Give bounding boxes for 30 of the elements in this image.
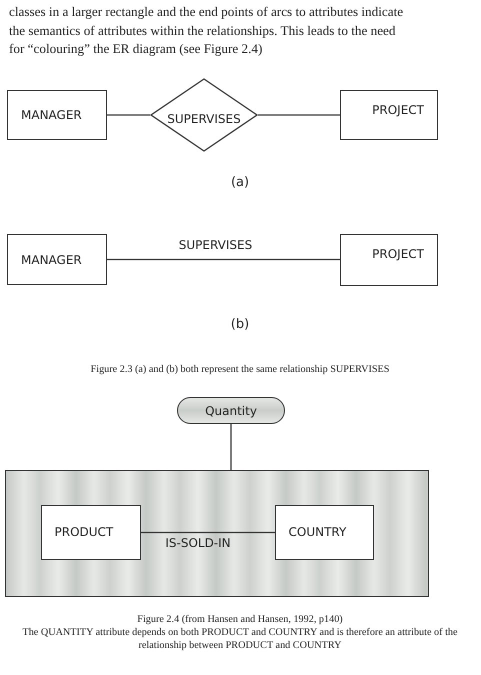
body-paragraph: classes in a larger rectangle and the end points of arcs to attributes indicate the semantics of attributes within the relationships. This leads to the need for “colouring” the ER diagram (see Figure 2.4) bbox=[9, 3, 404, 58]
figure-caption: Figure 2.4 (from Hansen and Hansen, 1992, p140) bbox=[136, 614, 344, 626]
entity-label: COUNTRY bbox=[288, 525, 346, 539]
connector-line bbox=[258, 114, 340, 116]
shaded-relationship-box bbox=[5, 470, 429, 597]
connector-line bbox=[107, 258, 340, 260]
caption-text: The QUANTITY attribute depends on both PRODUCT and COUNTRY and is therefore an attribute of the relationship between PRODUCT and COUNTRY bbox=[21, 627, 459, 652]
connector-line bbox=[107, 114, 150, 116]
entity-box bbox=[340, 90, 438, 140]
entity-label: Quantity bbox=[205, 404, 257, 418]
edge-label: IS-SOLD-IN bbox=[165, 536, 231, 550]
entity-box bbox=[7, 234, 107, 285]
attribute-pill bbox=[177, 397, 285, 424]
entity-label: PRODUCT bbox=[54, 525, 114, 539]
edge-label: SUPERVISES bbox=[178, 238, 252, 252]
entity-label: PROJECT bbox=[372, 247, 424, 261]
entity-label: SUPERVISES bbox=[167, 112, 241, 126]
entity-box bbox=[340, 234, 438, 286]
figure-caption: Figure 2.3 (a) and (b) both represent the same relationship SUPERVISES bbox=[90, 364, 390, 376]
entity-label: PROJECT bbox=[372, 103, 424, 117]
entity-box bbox=[40, 504, 140, 560]
connector-line bbox=[141, 532, 275, 534]
panel-label: (a) bbox=[230, 175, 250, 191]
connector-line bbox=[230, 424, 232, 470]
panel-label: (b) bbox=[230, 317, 250, 333]
entity-box bbox=[7, 90, 107, 140]
entity-box bbox=[274, 504, 374, 560]
entity-label: MANAGER bbox=[21, 252, 82, 266]
entity-label: MANAGER bbox=[21, 108, 82, 122]
relationship-diamond bbox=[150, 78, 258, 152]
